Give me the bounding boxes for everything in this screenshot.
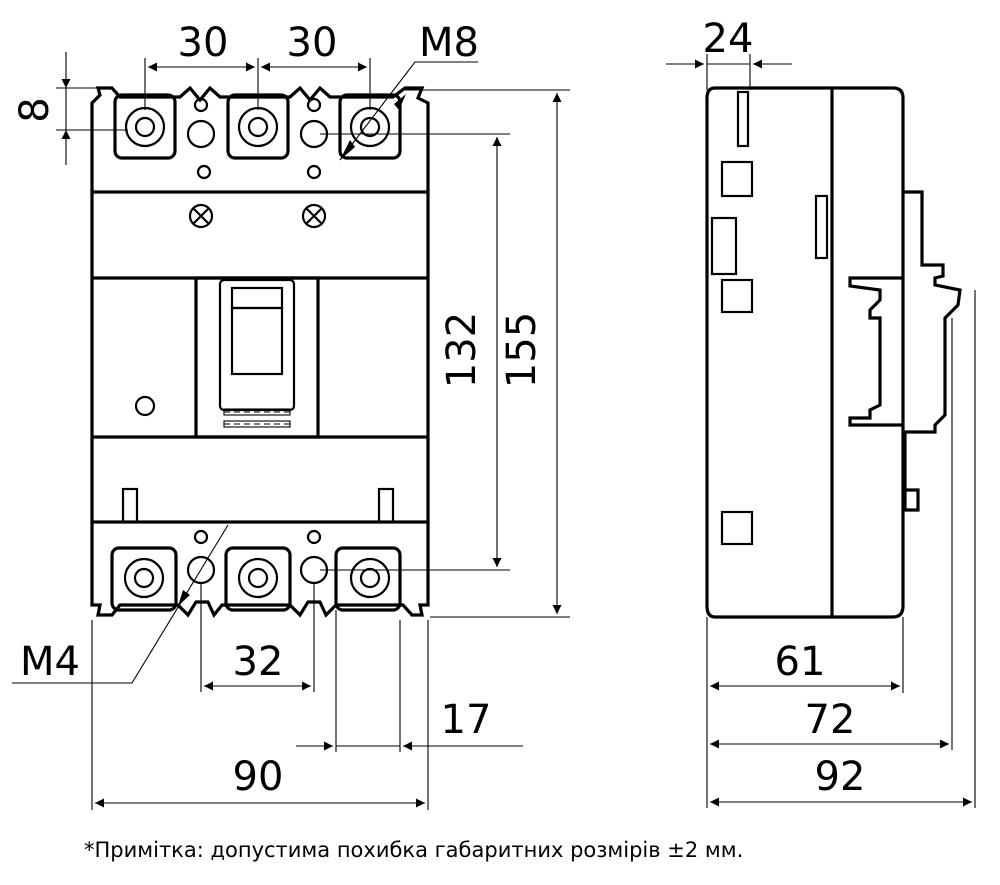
reset-hole-icon [134, 395, 156, 417]
dim-32: 32 [233, 639, 284, 685]
dim-m8: M8 [419, 20, 479, 66]
dim-90: 90 [233, 754, 284, 800]
dim-m4: M4 [20, 639, 80, 685]
tolerance-note: *Примітка: допустима похибка габаритних … [84, 838, 744, 862]
dim-24: 24 [703, 16, 754, 62]
dim-72: 72 [805, 697, 856, 743]
dim-92: 92 [815, 754, 866, 800]
side-handle-profile [903, 190, 962, 512]
dim-132: 132 [439, 312, 485, 388]
dimension-labels: 30 30 8 M8 132 155 M4 32 17 90 24 61 72 … [12, 16, 865, 800]
front-body [90, 190, 430, 524]
side-body [705, 86, 905, 619]
front-dimensions [12, 52, 570, 810]
dim-61: 61 [775, 639, 826, 685]
front-view [90, 85, 430, 619]
dim-30-left: 30 [178, 20, 229, 66]
cover-screws [188, 203, 327, 229]
dim-155: 155 [499, 312, 545, 388]
dim-17: 17 [441, 697, 492, 743]
bottom-terminal-block [90, 522, 430, 619]
side-view [705, 86, 962, 619]
operating-handle [194, 276, 320, 439]
top-terminal-block [90, 85, 430, 192]
dim-30-right: 30 [287, 20, 338, 66]
dim-8: 8 [12, 97, 58, 122]
side-dimensions [666, 54, 976, 808]
